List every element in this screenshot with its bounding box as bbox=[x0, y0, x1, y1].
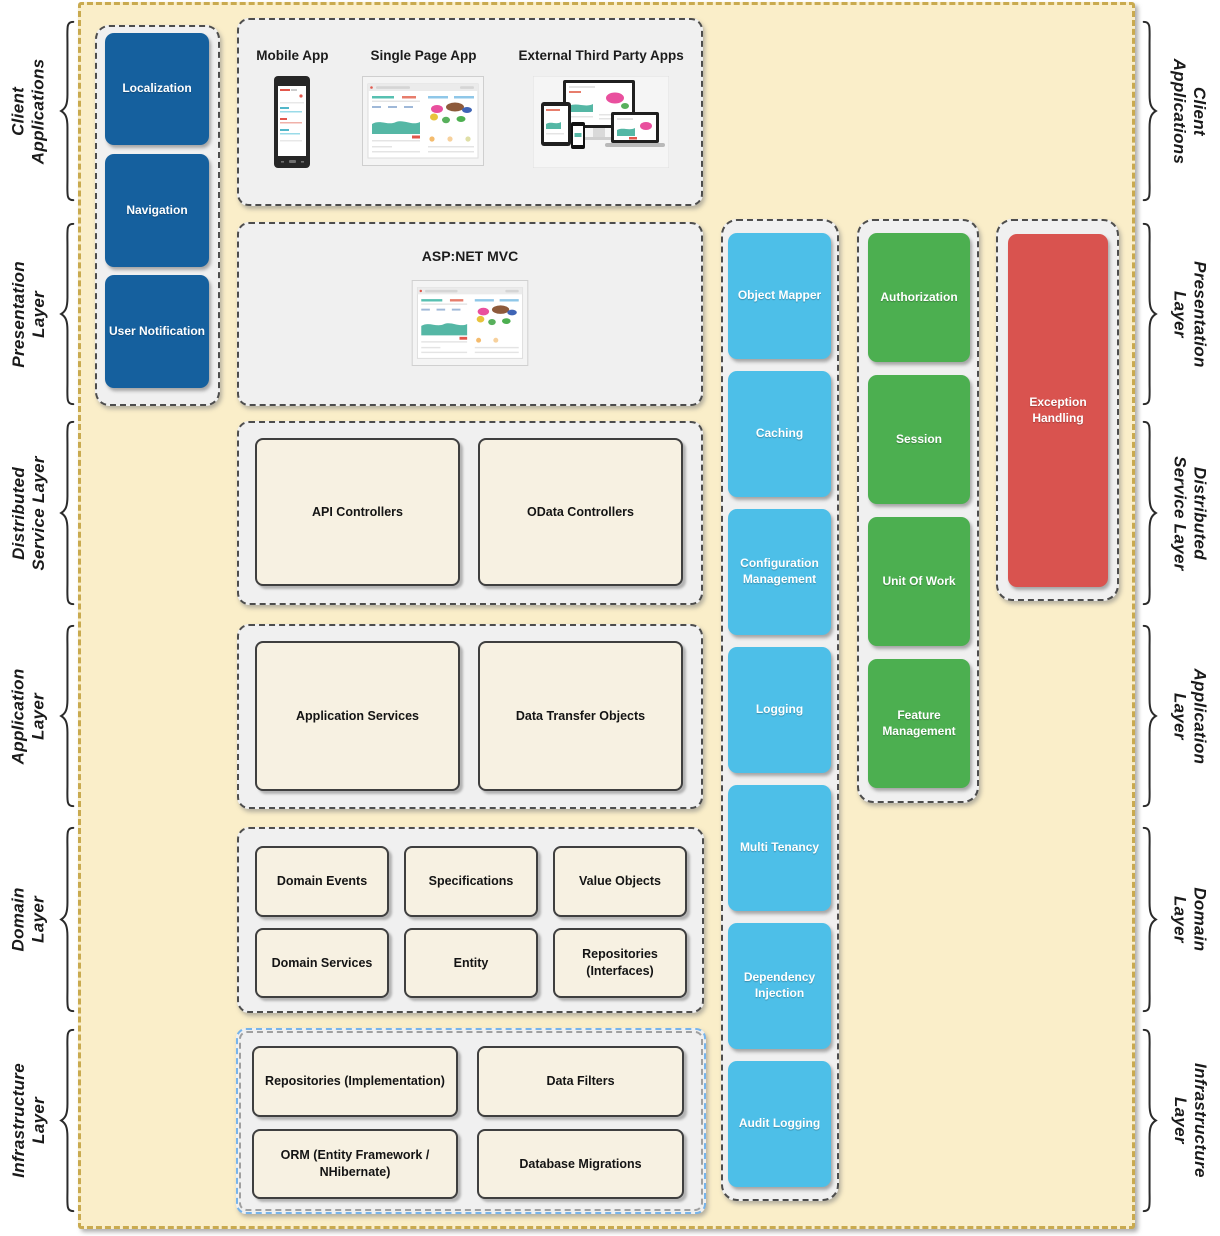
box-unit-of-work: Unit Of Work bbox=[868, 517, 970, 646]
brace-left-infrastructure-layer bbox=[58, 1028, 76, 1213]
presentation-content: ASP:NET MVC bbox=[237, 222, 703, 406]
brace-left-distributed-service-layer bbox=[58, 420, 76, 606]
box-audit-logging: Audit Logging bbox=[728, 1061, 831, 1187]
box-odata-controllers: OData Controllers bbox=[478, 438, 683, 586]
box-database-migrations: Database Migrations bbox=[477, 1129, 684, 1199]
box-object-mapper: Object Mapper bbox=[728, 233, 831, 359]
box-orm: ORM (Entity Framework / NHibernate) bbox=[252, 1129, 458, 1199]
client-apps-figures: Mobile App Single Page App bbox=[237, 18, 703, 206]
brace-left-application-layer bbox=[58, 624, 76, 808]
external-third-party-apps-image bbox=[533, 76, 670, 168]
sidebar-box-user-notification: User Notification bbox=[105, 275, 209, 388]
box-domain-events: Domain Events bbox=[255, 846, 389, 917]
box-repositories-implementation: Repositories (Implementation) bbox=[252, 1046, 458, 1117]
brace-right-distributed-service-layer bbox=[1141, 420, 1159, 606]
brace-right-presentation-layer bbox=[1141, 222, 1159, 406]
box-api-controllers: API Controllers bbox=[255, 438, 460, 586]
box-domain-services: Domain Services bbox=[255, 928, 389, 998]
brace-left-domain-layer bbox=[58, 826, 76, 1013]
brace-right-client-applications bbox=[1141, 20, 1159, 202]
sidebar-box-navigation: Navigation bbox=[105, 154, 209, 267]
box-feature-management: Feature Management bbox=[868, 659, 970, 788]
sidebar-box-localization: Localization bbox=[105, 33, 209, 145]
box-application-services: Application Services bbox=[255, 641, 460, 791]
box-logging: Logging bbox=[728, 647, 831, 773]
figure-mobile-app: Mobile App bbox=[256, 48, 328, 168]
box-specifications: Specifications bbox=[404, 846, 538, 917]
figure-single-page-app: Single Page App bbox=[362, 48, 485, 166]
box-repositories-interfaces: Repositories (Interfaces) bbox=[553, 928, 687, 998]
single-page-app-label: Single Page App bbox=[370, 48, 477, 63]
brace-left-presentation-layer bbox=[58, 222, 76, 406]
box-caching: Caching bbox=[728, 371, 831, 497]
mobile-app-image bbox=[274, 76, 311, 168]
box-value-objects: Value Objects bbox=[553, 846, 687, 917]
external-third-party-apps-label: External Third Party Apps bbox=[518, 48, 684, 63]
box-data-filters: Data Filters bbox=[477, 1046, 684, 1117]
box-dependency-injection: Dependency Injection bbox=[728, 923, 831, 1049]
single-page-app-image bbox=[362, 76, 485, 166]
aspnet-mvc-image bbox=[411, 280, 529, 366]
brace-right-application-layer bbox=[1141, 624, 1159, 808]
box-authorization: Authorization bbox=[868, 233, 970, 362]
box-entity: Entity bbox=[404, 928, 538, 998]
brace-right-infrastructure-layer bbox=[1141, 1028, 1159, 1213]
box-exception-handling: Exception Handling bbox=[1008, 234, 1108, 587]
brace-left-client-applications bbox=[58, 20, 76, 202]
box-configuration-management: Configuration Management bbox=[728, 509, 831, 635]
box-multi-tenancy: Multi Tenancy bbox=[728, 785, 831, 911]
box-session: Session bbox=[868, 375, 970, 504]
box-data-transfer-objects: Data Transfer Objects bbox=[478, 641, 683, 791]
mobile-app-label: Mobile App bbox=[256, 48, 329, 63]
presentation-title: ASP:NET MVC bbox=[421, 248, 519, 264]
figure-external-third-party-apps: External Third Party Apps bbox=[518, 48, 684, 168]
brace-right-domain-layer bbox=[1141, 826, 1159, 1013]
